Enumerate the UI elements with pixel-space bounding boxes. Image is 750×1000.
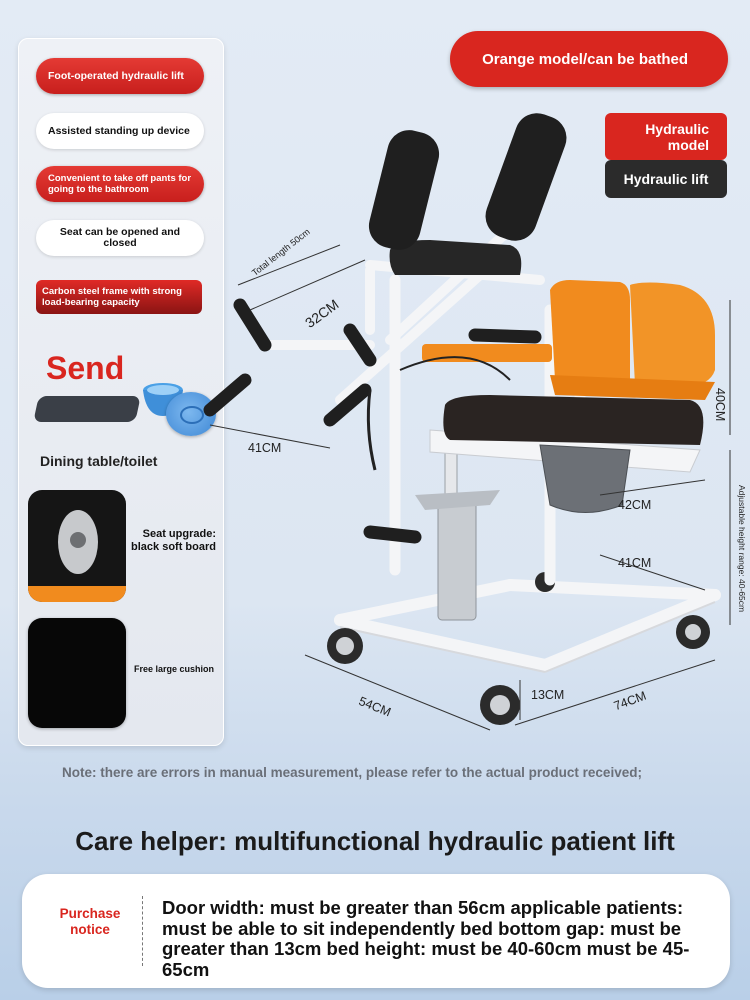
toilet-bowl-image	[143, 383, 183, 416]
purchase-notice-label: Purchase notice	[59, 906, 121, 937]
seat-upgrade-label: Seat upgrade: black soft board	[131, 528, 216, 553]
purchase-notice-card: Purchase notice Door width: must be grea…	[22, 874, 730, 988]
patient-lift-illustration	[203, 113, 731, 731]
feature-pill-seat: Seat can be opened and closed	[36, 220, 204, 256]
seat-board-image	[28, 490, 126, 602]
cushion-image	[28, 618, 126, 728]
dim-seat-width: 41CM	[618, 556, 652, 570]
orange-model-badge: Orange model/can be bathed	[450, 31, 728, 87]
feature-pill-standing: Assisted standing up device	[36, 113, 204, 149]
hydraulic-lift-badge: Hydraulic lift	[605, 160, 727, 198]
dim-adjustable-height: Adjustable height range: 40-65cm	[737, 485, 747, 613]
dining-toilet-label: Dining table/toilet	[40, 453, 158, 469]
dim-back-height: 40CM	[713, 388, 727, 422]
dim-seat-depth: 42CM	[618, 498, 652, 512]
purchase-notice-text: Door width: must be greater than 56cm ap…	[162, 897, 690, 980]
dim-ground-clearance: 13CM	[531, 688, 565, 702]
divider	[142, 896, 143, 966]
dining-tray-image	[33, 396, 141, 422]
feature-pill-pants: Convenient to take off pants for going t…	[36, 166, 204, 202]
feature-pill-foot-lift: Foot-operated hydraulic lift	[36, 58, 204, 94]
dim-handle-width: 41CM	[248, 441, 282, 455]
measurement-note: Note: there are errors in manual measure…	[62, 765, 642, 780]
page-title: Care helper: multifunctional hydraulic p…	[75, 826, 675, 856]
wheel	[327, 572, 710, 725]
hydraulic-model-badge: Hydraulic model	[605, 113, 727, 160]
cushion-label: Free large cushion	[134, 664, 215, 674]
send-label: Send	[46, 350, 125, 386]
feature-pill-frame: Carbon steel frame with strong load-bear…	[36, 280, 202, 314]
